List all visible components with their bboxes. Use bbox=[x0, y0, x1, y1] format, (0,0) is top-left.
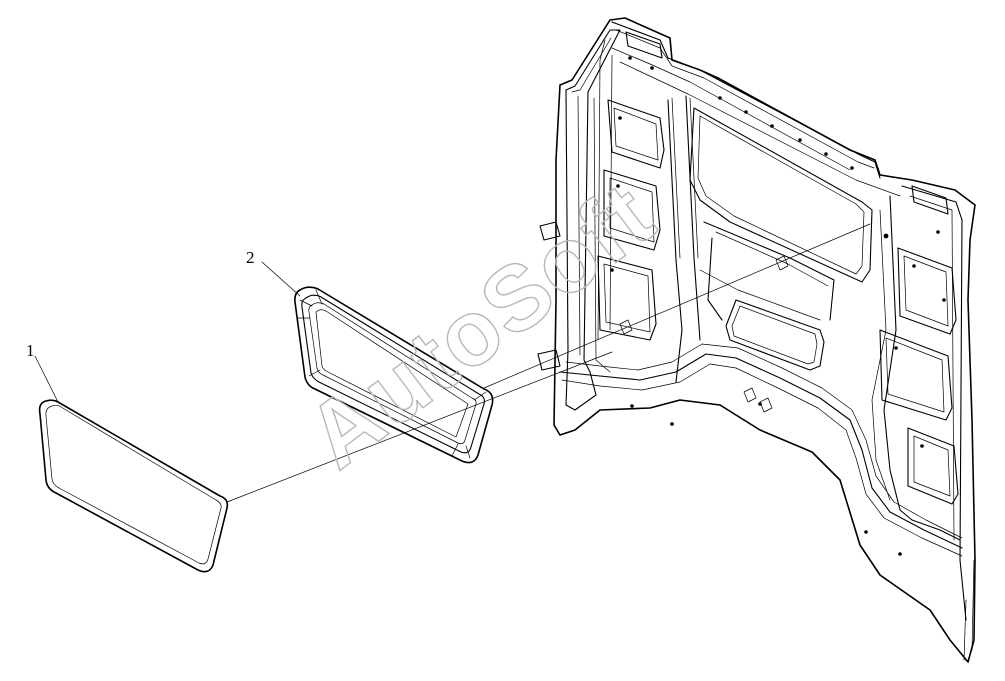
window-seal bbox=[294, 286, 494, 464]
glass-pane bbox=[38, 399, 229, 573]
callout-2: 2 bbox=[246, 248, 255, 267]
cab-rear-wall bbox=[537, 17, 976, 663]
fastener-holes bbox=[610, 56, 946, 556]
leader-lines bbox=[34, 223, 871, 503]
watermark: AutoSoft bbox=[289, 163, 673, 488]
callout-1: 1 bbox=[26, 341, 35, 360]
